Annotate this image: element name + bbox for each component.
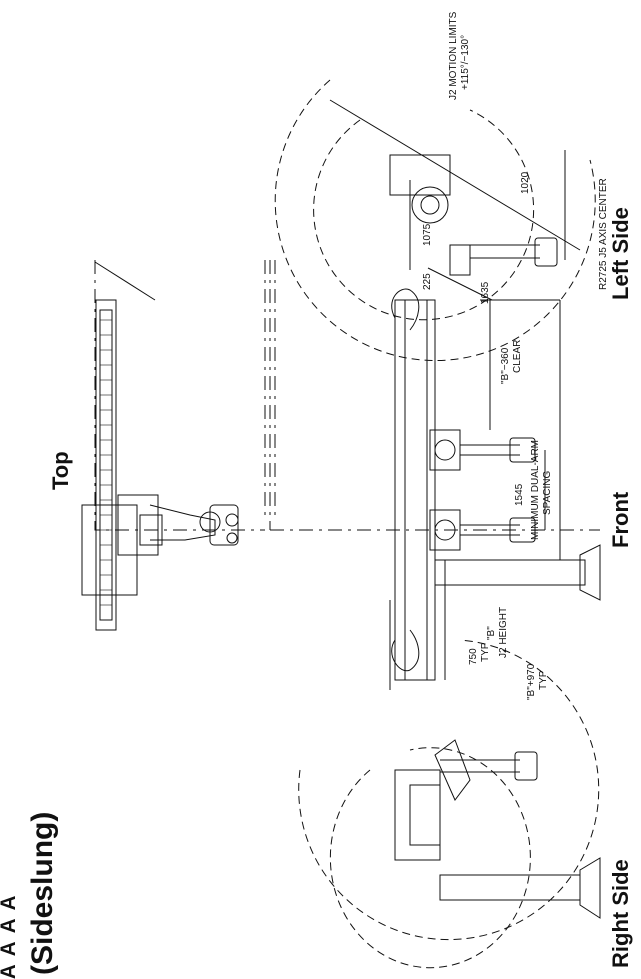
dim-j2-motion: J2 MOTION LIMITS [448,11,459,100]
view-label-left-side: Left Side [608,207,633,300]
dim-1020: 1020 [520,171,531,194]
right-side-view [298,639,601,969]
front-view [269,260,601,690]
top-view [81,260,266,631]
dim-1545: 1545 [514,483,525,506]
view-label-front: Front [608,491,633,548]
dim-typ-1: TYP [480,642,491,662]
dim-750: 750 [468,648,479,665]
dim-225: 225 [422,273,433,290]
dim-clear: CLEAR [512,340,523,373]
dim-spacing: SPACING [542,471,553,515]
dim-min-dual: MINIMUM DUAL-ARM [530,440,541,540]
dim-b: "B" [486,626,497,640]
view-label-right-side: Right Side [608,859,633,968]
view-label-top: Top [48,451,73,490]
title-line-2: (Sideslung) [26,812,59,975]
title-line-1: ᴬ ᴬ ᴬ ᴬ [0,895,29,979]
dim-j2-height: J2 HEIGHT [498,607,509,658]
left-side-view [274,79,596,362]
dim-b970: "B"+970 [526,663,537,700]
dim-typ-2: TYP [538,670,549,690]
dim-clear-b: "B"−360 [500,347,511,384]
dim-1635: 1635 [480,281,491,304]
dim-1075: 1075 [422,223,433,246]
dim-j5-axis: R2725 J5 AXIS CENTER [598,178,609,290]
dim-j2-angles: +115°/−130° [460,35,471,90]
